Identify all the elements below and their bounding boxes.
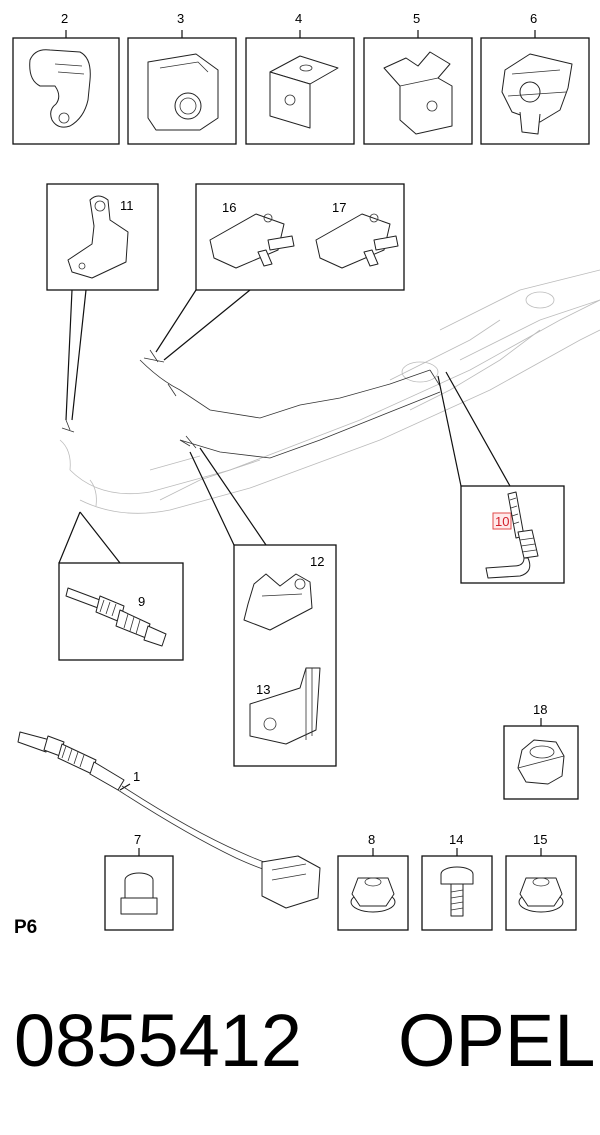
part-box-11[interactable]: 11 (46, 183, 159, 291)
callout-15[interactable]: 15 (533, 832, 547, 847)
callout-17[interactable]: 17 (332, 200, 346, 215)
callout-8[interactable]: 8 (368, 832, 375, 847)
part-box-14[interactable]: 14 (421, 832, 493, 931)
pressure-sensor-17-icon (315, 213, 399, 269)
callout-10[interactable]: 10 (495, 514, 509, 529)
flange-nut-15-icon (518, 877, 564, 913)
part-box-8[interactable]: 8 (337, 832, 409, 931)
leader-16-17 (155, 289, 251, 361)
part-box-3[interactable]: 3 (127, 11, 237, 145)
callout-3[interactable]: 3 (177, 11, 184, 26)
part-box-6[interactable]: 6 (480, 11, 590, 145)
callout-2[interactable]: 2 (61, 11, 68, 26)
temperature-sensor-10-icon (485, 491, 539, 579)
part-box-9[interactable]: 9 (58, 511, 184, 661)
bracket-13-icon (249, 667, 321, 745)
leader-1 (119, 783, 131, 791)
part-box-16-17[interactable]: 16 17 (195, 183, 405, 291)
callout-11[interactable]: 11 (120, 198, 134, 213)
highlight-marker (492, 512, 512, 530)
sheet-label: P6 (14, 917, 37, 938)
callout-4[interactable]: 4 (295, 11, 302, 26)
temperature-sensor-9-icon (65, 587, 167, 647)
callout-14[interactable]: 14 (449, 832, 463, 847)
exhaust-system (59, 269, 600, 514)
callout-12[interactable]: 12 (310, 554, 324, 569)
callout-13[interactable]: 13 (256, 682, 270, 697)
flange-nut-8-icon (350, 877, 396, 913)
callout-7[interactable]: 7 (134, 832, 141, 847)
bolt-14-icon (440, 866, 474, 917)
oxygen-sensor-1[interactable]: 1 (17, 731, 321, 909)
plug-7-icon (120, 872, 158, 915)
mounting-plate-icon (147, 53, 219, 131)
hex-nut-18-icon (517, 739, 565, 785)
callout-18[interactable]: 18 (533, 702, 547, 717)
part-box-5[interactable]: 5 (363, 11, 473, 145)
pressure-sensor-16-icon (209, 213, 295, 269)
lambda-probe-icon (17, 731, 321, 909)
part-box-15[interactable]: 15 (505, 832, 577, 931)
part-box-4[interactable]: 4 (245, 11, 355, 145)
callout-5[interactable]: 5 (413, 11, 420, 26)
part-box-7[interactable]: 7 (104, 832, 174, 931)
part-number: 0855412 (14, 999, 302, 1082)
leader-9 (58, 511, 121, 564)
leader-10 (437, 371, 511, 487)
callout-16[interactable]: 16 (222, 200, 236, 215)
clip-bracket-icon (383, 51, 453, 135)
leader-11 (65, 289, 87, 421)
part-box-12-13[interactable]: 12 13 (189, 447, 337, 767)
brand-name: OPEL (398, 999, 595, 1082)
bracket-icon (29, 49, 91, 128)
part-box-18[interactable]: 18 (503, 702, 579, 800)
callout-9[interactable]: 9 (138, 594, 145, 609)
leader-12-13 (189, 447, 267, 546)
bracket-11-icon (67, 195, 129, 279)
callout-1[interactable]: 1 (133, 769, 140, 784)
part-box-10[interactable]: 10 (437, 371, 565, 584)
callout-6[interactable]: 6 (530, 11, 537, 26)
part-box-2[interactable]: 2 (12, 11, 120, 145)
bracket-12-icon (243, 573, 313, 631)
